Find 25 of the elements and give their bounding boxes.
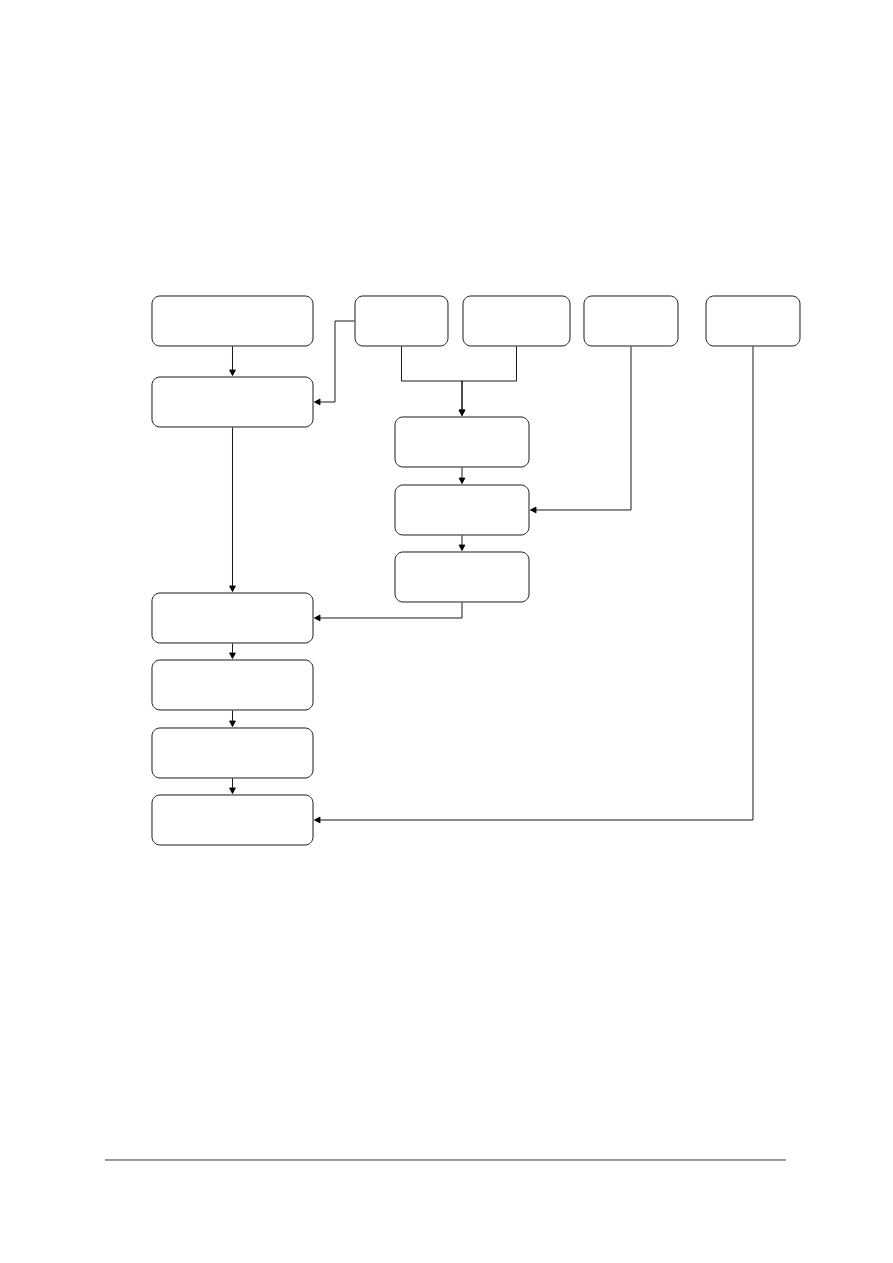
process-box <box>151 376 314 428</box>
process-box <box>354 295 449 347</box>
arrow <box>229 346 236 376</box>
process-box <box>394 551 530 603</box>
arrow <box>458 535 466 551</box>
process-box <box>583 295 679 347</box>
arrow <box>458 346 517 416</box>
process-box <box>151 592 314 644</box>
process-box <box>151 295 314 347</box>
process-box <box>151 794 314 846</box>
process-box <box>151 659 314 711</box>
arrow <box>458 467 466 484</box>
process-box <box>394 484 530 536</box>
arrow <box>314 602 463 622</box>
arrow <box>229 710 236 727</box>
arrow <box>314 346 754 824</box>
process-box <box>151 727 314 779</box>
arrow <box>229 778 236 794</box>
arrow <box>314 320 355 406</box>
process-box <box>394 416 530 468</box>
process-box <box>462 295 571 347</box>
arrow <box>229 427 236 592</box>
process-box <box>705 295 801 347</box>
arrow <box>530 346 632 514</box>
arrow <box>229 643 236 659</box>
